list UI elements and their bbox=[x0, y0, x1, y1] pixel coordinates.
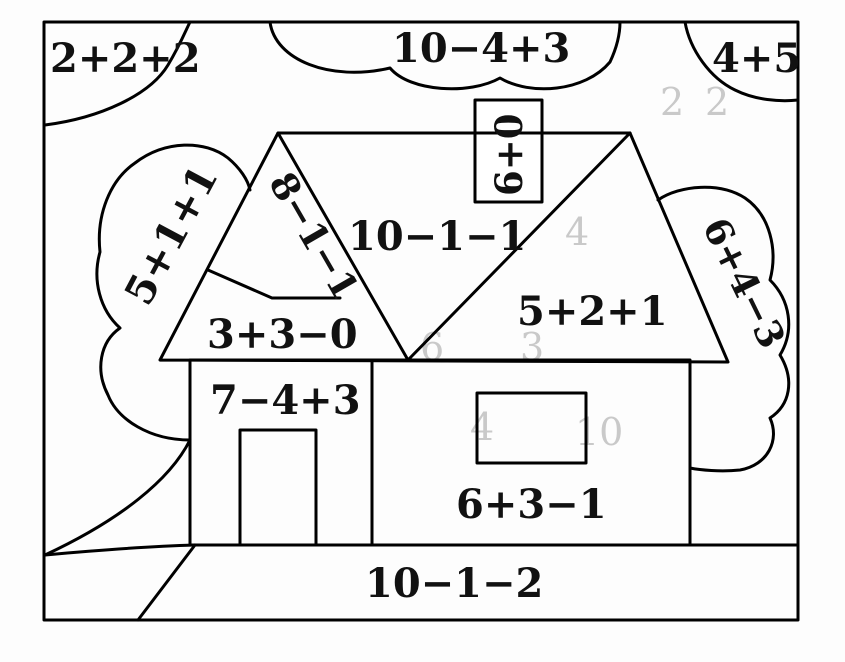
roof-gable-inner-line bbox=[206, 268, 342, 300]
door bbox=[238, 428, 318, 547]
expr-roof-right: 5+2+1 bbox=[517, 288, 668, 335]
cloud-top-center bbox=[268, 20, 622, 91]
expr-tree-right: 6+4−3 bbox=[694, 211, 795, 355]
expr-roof-upper: 10−1−1 bbox=[348, 213, 526, 260]
house-wall bbox=[188, 358, 692, 547]
window bbox=[475, 391, 588, 465]
expr-sky-top-center: 10−4+3 bbox=[392, 25, 570, 72]
roof-gable-right-edge bbox=[276, 131, 410, 362]
expr-wall-right: 6+3−1 bbox=[456, 481, 607, 528]
expr-roof-gable-bottom: 3+3−0 bbox=[207, 311, 358, 358]
expr-sky-top-right: 4+5 bbox=[712, 35, 801, 82]
expr-sky-top-left: 2+2+2 bbox=[50, 35, 201, 82]
cloud-top-right bbox=[683, 20, 800, 103]
svg-text:4: 4 bbox=[565, 210, 589, 254]
tree-right bbox=[656, 185, 791, 473]
svg-text:2: 2 bbox=[705, 80, 729, 124]
expr-chimney: 6+0 bbox=[487, 114, 531, 197]
roof-ridge-diagonal bbox=[406, 131, 632, 362]
svg-text:4: 4 bbox=[470, 405, 494, 449]
tree-left-trunk bbox=[43, 438, 192, 557]
expr-ground: 10−1−2 bbox=[365, 560, 543, 607]
tree-left bbox=[95, 143, 252, 442]
expr-wall-left: 7−4+3 bbox=[210, 377, 361, 424]
chimney bbox=[473, 98, 544, 204]
svg-text:2: 2 bbox=[660, 80, 684, 124]
cloud-top-left bbox=[43, 20, 192, 127]
show-through-marks: 2 2 4 10 4 6 3 bbox=[420, 80, 729, 454]
ground-diagonal bbox=[136, 543, 197, 622]
svg-text:10: 10 bbox=[575, 410, 623, 454]
picture-frame bbox=[42, 20, 800, 622]
expr-tree-left: 5+1+1 bbox=[115, 158, 227, 313]
